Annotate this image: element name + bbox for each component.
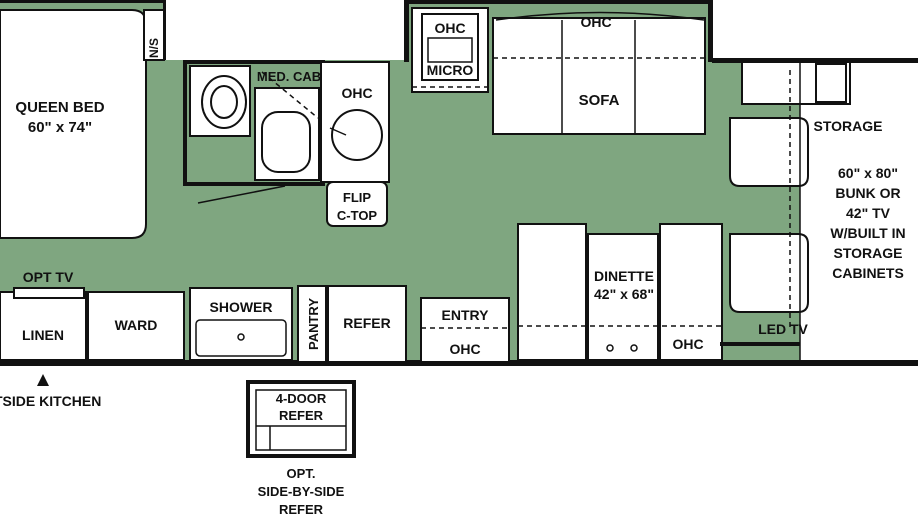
ohc-micro-box xyxy=(421,13,479,81)
bunk-line-4: W/BUILT IN xyxy=(830,225,905,241)
bunk-line-2: BUNK OR xyxy=(835,185,900,201)
faucet xyxy=(329,127,347,136)
cab-seat-2 xyxy=(729,233,809,313)
wall-top-left xyxy=(0,0,165,3)
kitchen-slide-top xyxy=(404,0,712,4)
storage-label: STORAGE xyxy=(814,118,883,134)
bunk-line-1: 60" x 80" xyxy=(838,165,898,181)
bunk-line-3: 42" TV xyxy=(846,205,891,221)
outside-kitchen-arrow xyxy=(37,374,49,386)
nightstand xyxy=(143,9,165,61)
cab-seat-1 xyxy=(729,117,809,187)
outside-kitchen-label: OUTSIDE KITCHEN xyxy=(0,393,101,409)
dinette-knob-2 xyxy=(630,344,638,352)
ns-label: N/S xyxy=(147,38,161,58)
option-label-1: 4-DOOR xyxy=(276,391,327,406)
dinette-label-2: 42" x 68" xyxy=(594,286,654,302)
dinette-label-1: DINETTE xyxy=(594,268,654,284)
flip-ctop xyxy=(326,181,388,227)
entry-label: ENTRY xyxy=(442,307,490,323)
bunk-line-5: STORAGE xyxy=(834,245,903,261)
bunk-area xyxy=(800,62,918,362)
cab-overhang xyxy=(165,0,407,60)
linen xyxy=(0,291,87,361)
flip-label-1: FLIP xyxy=(343,190,371,205)
linen-label: LINEN xyxy=(22,327,64,343)
bed-size: 60" x 74" xyxy=(28,119,92,136)
option-caption-2: SIDE-BY-SIDE xyxy=(258,484,345,499)
ohc-top-label: OHC xyxy=(434,20,465,36)
flip-label-2: C-TOP xyxy=(337,208,378,223)
led-tv-panel xyxy=(720,342,800,346)
wardrobe xyxy=(87,291,185,361)
queen-bed xyxy=(0,9,147,239)
kitchen-slide-wall-right xyxy=(708,0,713,62)
shower-pan xyxy=(195,319,287,357)
bunk-text: 60" x 80" BUNK OR 42" TV W/BUILT IN STOR… xyxy=(830,165,905,281)
refer xyxy=(327,285,407,363)
bath-door xyxy=(197,185,286,204)
bath-sink xyxy=(261,111,311,173)
sofa-label: SOFA xyxy=(579,92,620,109)
opt-tv-label: OPT TV xyxy=(23,269,74,285)
sofa-back xyxy=(495,11,705,21)
refer-label: REFER xyxy=(343,315,390,331)
shower-label: SHOWER xyxy=(210,299,273,315)
led-tv-label: LED TV xyxy=(758,321,808,337)
option-caption-1: OPT. xyxy=(287,466,316,481)
sofa xyxy=(492,17,706,135)
ohc-kitchen-label: OHC xyxy=(580,14,611,30)
dinette-bench-right xyxy=(659,223,723,361)
shower-drain xyxy=(237,333,245,341)
toilet-bowl xyxy=(210,85,238,119)
option-caption-3: REFER xyxy=(279,502,324,516)
shower xyxy=(189,287,293,361)
dinette-knob-1 xyxy=(606,344,614,352)
ohc-entry-label: OHC xyxy=(449,341,480,357)
opt-tv-panel xyxy=(13,287,85,299)
dinette-table xyxy=(587,233,659,361)
med-cab-label: MED. CAB xyxy=(257,69,321,84)
bunk-line-6: CABINETS xyxy=(832,265,904,281)
option-label-2: REFER xyxy=(279,408,324,423)
dinette-bench-left xyxy=(517,223,587,361)
option-inner xyxy=(255,389,347,451)
ohc-dinette-label: OHC xyxy=(672,336,703,352)
cab-box xyxy=(815,63,847,103)
entry xyxy=(420,297,510,363)
exterior-top-right xyxy=(712,0,918,60)
ohc-bath-label: OHC xyxy=(341,85,372,101)
pantry-label: PANTRY xyxy=(306,298,321,350)
kitchen-slide-wall-left xyxy=(404,0,409,62)
micro-window xyxy=(427,37,473,63)
option-box xyxy=(246,380,356,458)
wall-top-right xyxy=(712,58,918,63)
vanity-sink xyxy=(331,109,383,161)
pantry xyxy=(297,285,327,363)
micro-label: MICRO xyxy=(427,62,474,78)
medcab-dash xyxy=(261,71,319,119)
bed-label: QUEEN BED xyxy=(15,99,104,116)
ward-label: WARD xyxy=(115,317,158,333)
